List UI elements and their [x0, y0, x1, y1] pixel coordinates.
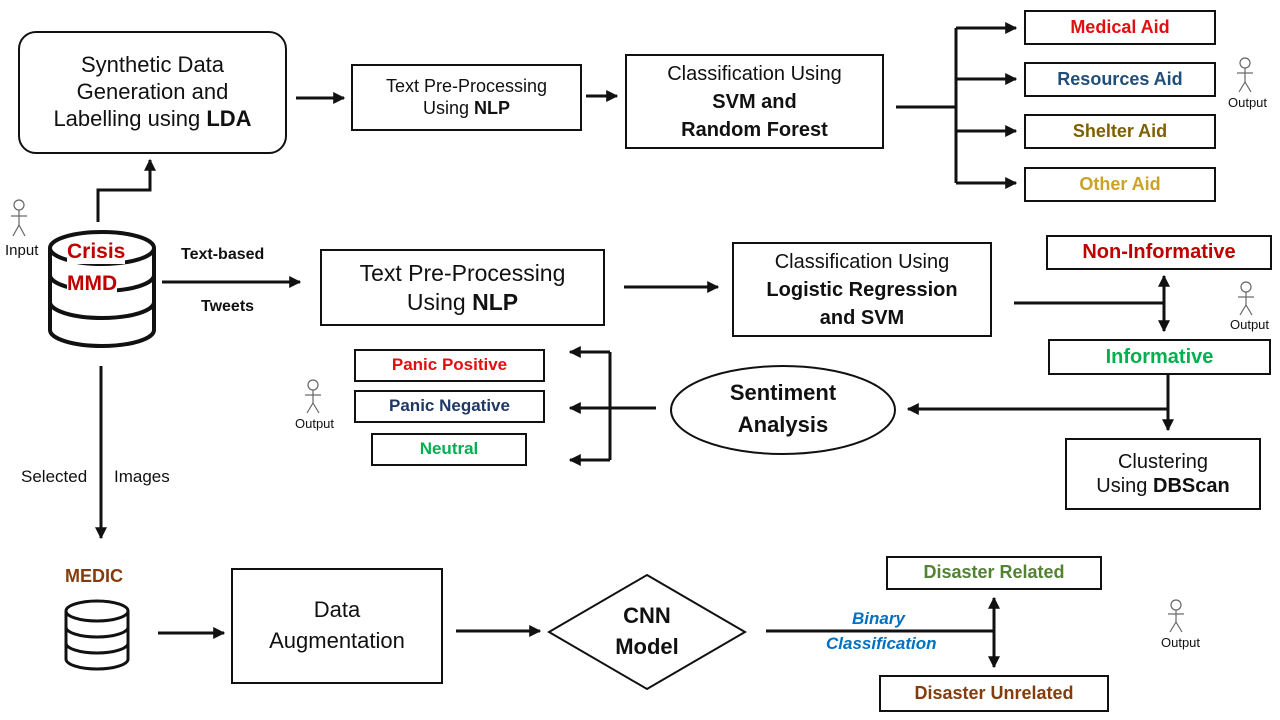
- neutral-box: Neutral: [371, 433, 527, 466]
- middle-preprocessing-using: Using: [406, 288, 473, 315]
- clustering-line-2: Using DBScan: [1096, 474, 1229, 498]
- sentiment-line-2: Analysis: [737, 412, 829, 437]
- middle-preprocessing-line-2: Using NLP: [360, 288, 566, 316]
- top-preprocessing-line-2: Using NLP: [386, 98, 547, 120]
- middle-classification-line-2: Logistic Regression: [766, 278, 958, 301]
- augmentation-box: Data Augmentation: [231, 568, 443, 684]
- edge-label-tweets: Tweets: [201, 298, 255, 315]
- output-label-middle: Output: [1230, 317, 1270, 332]
- augmentation-line-1: Data: [313, 597, 361, 623]
- classification-label: Classification: [826, 634, 937, 653]
- middle-nlp-keyword: NLP: [472, 288, 519, 315]
- panic-positive-box: Panic Positive: [354, 349, 545, 382]
- person-icon-output-left: [305, 379, 321, 414]
- medic-database-icon: [64, 599, 130, 671]
- input-label: Input: [5, 242, 39, 259]
- top-nlp-keyword: NLP: [474, 97, 511, 118]
- disaster-unrelated-box: Disaster Unrelated: [879, 675, 1109, 712]
- middle-classification-line-3: and SVM: [819, 306, 905, 329]
- cnn-diamond: [547, 573, 747, 691]
- output-label-bottom: Output: [1161, 635, 1201, 650]
- output-medical-aid: Medical Aid: [1024, 10, 1216, 45]
- output-resources-aid: Resources Aid: [1024, 62, 1216, 97]
- medic-label: MEDIC: [65, 566, 123, 586]
- top-classification-box: Classification Using SVM and Random Fore…: [625, 54, 884, 149]
- lda-keyword: LDA: [206, 105, 252, 131]
- sentiment-ellipse: [670, 365, 896, 455]
- cnn-line-1: CNN: [623, 603, 671, 628]
- clustering-line-1: Clustering: [1117, 450, 1209, 473]
- arrow-input-to-synthetic: [96, 158, 156, 222]
- synthetic-line-3-text: Labelling using: [53, 105, 207, 131]
- synthetic-line-1: Synthetic Data: [80, 52, 225, 78]
- output-label-top: Output: [1228, 95, 1268, 110]
- non-informative-box: Non-Informative: [1046, 235, 1272, 270]
- top-classification-line-2: SVM and: [712, 90, 797, 113]
- crisis-label: Crisis: [67, 240, 126, 264]
- mmd-label: MMD: [67, 272, 118, 296]
- top-classification-line-3: Random Forest: [681, 118, 828, 141]
- dbscan-keyword: DBScan: [1153, 475, 1230, 497]
- middle-classification-box: Classification Using Logistic Regression…: [732, 242, 992, 337]
- panic-negative-box: Panic Negative: [354, 390, 545, 423]
- middle-preprocessing-box: Text Pre-Processing Using NLP: [320, 249, 605, 326]
- output-shelter-aid: Shelter Aid: [1024, 114, 1216, 149]
- top-classification-line-1: Classification Using: [667, 62, 842, 85]
- middle-preprocessing-line-1: Text Pre-Processing: [359, 260, 566, 287]
- edge-label-text-based: Text-based: [181, 246, 265, 263]
- binary-label: Binary: [852, 609, 905, 628]
- clustering-box: Clustering Using DBScan: [1065, 438, 1261, 510]
- sentiment-line-1: Sentiment: [729, 380, 837, 405]
- augmentation-line-2: Augmentation: [269, 628, 405, 653]
- synthetic-line-2: Generation and: [76, 79, 229, 105]
- cnn-line-2: Model: [615, 634, 679, 659]
- output-label-left: Output: [295, 416, 335, 431]
- edge-label-selected: Selected: [21, 467, 88, 486]
- top-preprocessing-line-1: Text Pre-Processing: [385, 75, 548, 96]
- informative-box: Informative: [1048, 339, 1271, 375]
- output-other-aid: Other Aid: [1024, 167, 1216, 202]
- disaster-related-box: Disaster Related: [886, 556, 1102, 590]
- person-icon-input: [11, 199, 27, 237]
- edge-label-images: Images: [114, 467, 170, 486]
- synthetic-data-box: Synthetic Data Generation and Labelling …: [18, 31, 287, 154]
- top-preprocessing-using: Using: [422, 97, 475, 118]
- person-icon-output-middle: [1238, 281, 1254, 316]
- person-icon-output-top: [1237, 57, 1253, 93]
- synthetic-line-3: Labelling using LDA: [53, 106, 251, 133]
- top-preprocessing-box: Text Pre-Processing Using NLP: [351, 64, 582, 131]
- person-icon-output-bottom: [1168, 599, 1184, 633]
- middle-classification-line-1: Classification Using: [774, 250, 950, 273]
- clustering-using: Using: [1096, 475, 1153, 497]
